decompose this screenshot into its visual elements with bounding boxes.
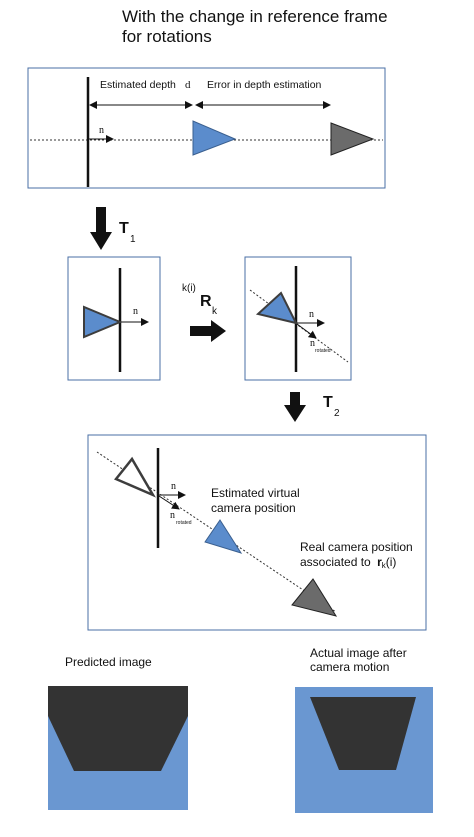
right-arrow-icon [190, 320, 226, 342]
title-line-1: With the change in reference frame [122, 7, 388, 26]
estimated-camera-triangle [204, 519, 243, 554]
panel-3-border [244, 256, 352, 381]
rotation-subscript: k [212, 306, 218, 317]
rotated-normal-arrow [158, 495, 180, 510]
error-label: Error in depth estimation [207, 79, 322, 91]
actual-image-shape [310, 697, 416, 770]
panel-final: n n rotated Estimated virtual camera pos… [87, 434, 427, 631]
real-position-line-1: Real camera position [300, 540, 413, 554]
transform-2: T 2 [284, 392, 340, 422]
actual-image-label-line-2: camera motion [310, 660, 389, 674]
rotation-superscript: k(i) [182, 283, 196, 294]
normal-label: n [309, 309, 314, 320]
actual-image-panel: Actual image after camera motion [295, 646, 433, 813]
rotated-normal-label: n [310, 338, 315, 349]
panel-2-border [67, 256, 161, 381]
title-line-2: for rotations [122, 27, 212, 46]
predicted-image-panel: Predicted image [48, 655, 188, 810]
rotated-normal-arrow [296, 323, 317, 339]
rotated-subscript: rotated [315, 348, 331, 354]
normal-label: n [99, 125, 104, 136]
down-arrow-icon [284, 392, 306, 422]
predicted-image-shape [48, 686, 188, 771]
panel-depth-estimation: n Estimated depth d Error in depth estim… [27, 67, 386, 189]
transform-1: T 1 [90, 207, 136, 250]
normal-label: n [133, 306, 138, 317]
panel-4-border [87, 434, 427, 631]
estimated-camera-triangle [192, 120, 237, 156]
rotation-label: R [200, 293, 212, 310]
estimated-position-line-1: Estimated virtual [211, 486, 300, 500]
panel-rotated: n n rotated [244, 256, 352, 381]
real-position-line-2: associated to rk(i) [300, 555, 396, 570]
actual-image-label-line-1: Actual image after [310, 646, 407, 660]
real-camera-triangle [291, 578, 338, 617]
t2-subscript: 2 [334, 408, 340, 419]
rotation: k(i) R k [182, 283, 226, 342]
normal-label: n [171, 481, 176, 492]
estimated-position-line-2: camera position [211, 501, 296, 515]
rotated-camera-triangle [255, 291, 298, 325]
down-arrow-icon [90, 207, 112, 250]
camera-triangle [83, 305, 123, 339]
panel-1-border [27, 67, 386, 189]
t1-label: T [119, 220, 129, 237]
depth-symbol: d [185, 79, 191, 91]
t1-subscript: 1 [130, 234, 136, 245]
rotated-camera-outline [114, 456, 156, 498]
panel-translated: n [67, 256, 161, 381]
predicted-image-label: Predicted image [65, 655, 152, 669]
rotated-subscript: rotated [176, 520, 192, 526]
t2-label: T [323, 394, 333, 411]
estimated-depth-label: Estimated depth [100, 79, 176, 91]
rotated-normal-label: n [170, 510, 175, 521]
real-camera-triangle [330, 122, 375, 156]
